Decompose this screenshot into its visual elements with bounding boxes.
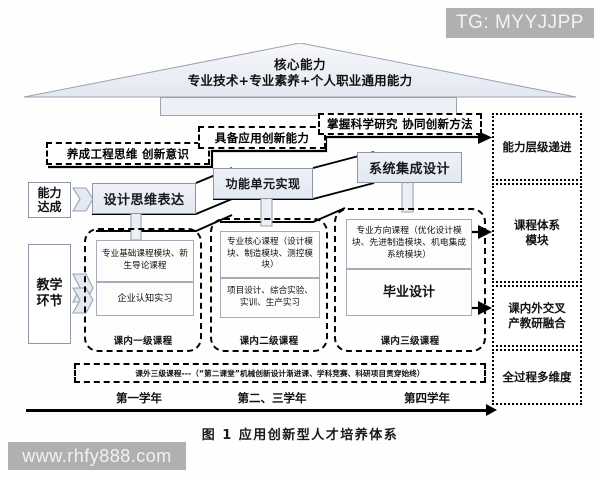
course-group-level-3: [334, 208, 486, 352]
teaching-label-line1: 教学: [36, 278, 63, 294]
ability-label-line2: 达成: [37, 200, 62, 214]
course-group-level-1: [84, 228, 202, 352]
pyramid-title: 核心能力: [273, 57, 326, 72]
left-label-teaching-link: 教学 环节: [28, 244, 71, 344]
course-card-1a: 专业基础课程模块、新生导论课程: [96, 240, 194, 282]
ability-box-design-thinking: 设计思维表达: [92, 183, 196, 214]
dimension-box-curricular-integration: 课内外交叉 产教研融合: [492, 285, 582, 347]
teaching-label-line2: 环节: [36, 294, 63, 309]
figure-caption: 图 1 应用创新型人才培养体系: [201, 428, 399, 443]
dim2-line1: 课程体系: [514, 218, 560, 233]
dimension-box-capability-progression: 能力层级递进: [492, 113, 582, 181]
left-label-ability-attainment: 能力 达成: [28, 182, 71, 218]
dim3-line2: 产教研融合: [508, 316, 566, 330]
pyramid-subtitle: 专业技术+专业素养+个人职业通用能力: [187, 72, 413, 88]
timeline-year-1: 第一学年: [116, 391, 162, 405]
course-group-level-2: [210, 218, 328, 352]
pyramid-text: 核心能力 专业技术+专业素养+个人职业通用能力: [24, 57, 576, 88]
course-card-3a: 专业方向课程（优化设计模块、先进制造模块、机电集成系统模块）: [346, 219, 472, 269]
course-group-3-label: 课内三级课程: [380, 336, 440, 347]
capability-tag-3: 掌握科学研究 协同创新方法: [318, 113, 482, 135]
capability-tag-2: 具备应用创新能力: [198, 126, 326, 149]
extracurricular-courses-bar: 课外三级课程---（“第二课堂”机械创新设计渐进课、学科竞赛、科研项目贯穿始终）: [74, 363, 486, 383]
course-card-2b: 项目设计、综合实验、实训、生产实习: [220, 278, 320, 318]
watermark-top-right: TG: MYYJJPP: [446, 8, 594, 38]
ability-box-functional-unit: 功能单元实现: [213, 168, 313, 199]
pyramid-stem: [160, 97, 457, 116]
timeline-arrowhead-icon: [486, 404, 497, 416]
timeline-year-2: 第二、三学年: [237, 391, 307, 405]
ability-box-system-integration: 系统集成设计: [357, 152, 462, 183]
dimension-box-curriculum-system: 课程体系 模块: [492, 183, 582, 283]
timeline-year-3: 第四学年: [404, 391, 450, 405]
course-card-1b: 企业认知实习: [96, 282, 194, 316]
capability-tag-1: 养成工程思维 创新意识: [46, 142, 210, 165]
ability-label-line1: 能力: [37, 185, 62, 200]
dimension-box-whole-process: 全过程多维度: [492, 349, 582, 405]
course-card-2a: 专业核心课程（设计模块、制造模块、测控模块）: [220, 231, 320, 278]
dim2-line2: 模块: [525, 233, 549, 247]
core-capability-pyramid: 核心能力 专业技术+专业素养+个人职业通用能力: [24, 43, 576, 99]
watermark-bottom-left: www.rhfy888.com: [8, 442, 186, 470]
dim3-line1: 课内外交叉: [508, 301, 566, 316]
timeline-axis: [26, 409, 488, 412]
course-card-3b: 毕业设计: [346, 269, 472, 316]
course-group-1-label: 课内一级课程: [113, 336, 173, 347]
course-group-2-label: 课内二级课程: [239, 336, 299, 347]
